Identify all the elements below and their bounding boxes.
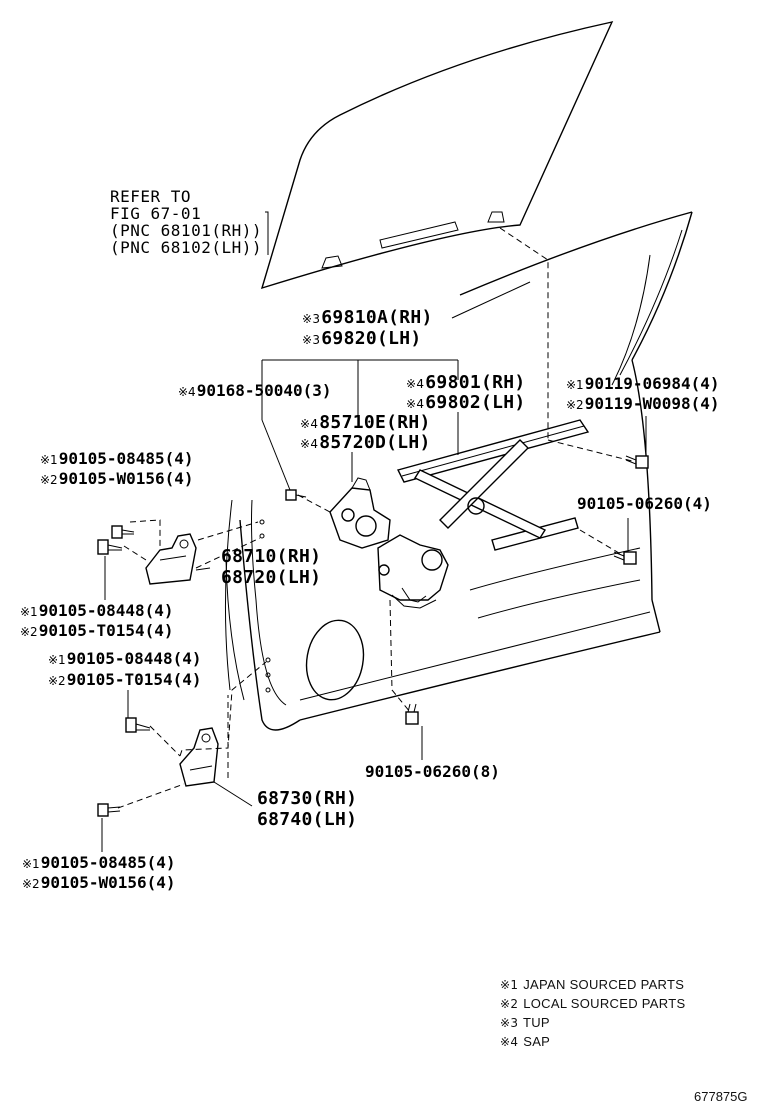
part-label-90105-08485-bottom[interactable]: ※190105-08485(4) — [22, 853, 176, 872]
part-label-90105-08448-b[interactable]: ※190105-08448(4) — [48, 649, 202, 668]
part-label-69801[interactable]: ※469801(RH) — [406, 372, 526, 393]
part-label-69810[interactable]: ※369810A(RH) — [302, 307, 433, 328]
door-frame — [224, 211, 693, 731]
legend-item-3: ※3 TUP — [500, 1015, 550, 1030]
dashed-guide-lines — [117, 227, 637, 809]
part-label-69820[interactable]: ※369820(LH) — [302, 328, 422, 349]
part-label-90105-08448-a[interactable]: ※190105-08448(4) — [20, 601, 174, 620]
part-label-90105-06260-8[interactable]: 90105-06260(8) — [365, 762, 500, 781]
part-label-68740[interactable]: 68740(LH) — [257, 809, 358, 830]
part-label-90105-t0154-b[interactable]: ※290105-T0154(4) — [48, 670, 202, 689]
regulator-motor — [329, 477, 391, 549]
part-label-90105-08485-top[interactable]: ※190105-08485(4) — [40, 449, 194, 468]
part-label-68730[interactable]: 68730(RH) — [257, 788, 358, 809]
refer-line-3: (PNC 68101(RH)) — [110, 221, 262, 240]
refer-line-2: FIG 67-01 — [110, 204, 202, 223]
lower-hinge — [179, 727, 219, 787]
part-label-68720[interactable]: 68720(LH) — [221, 567, 322, 588]
figure-code: 677875G — [694, 1089, 748, 1104]
part-label-90168[interactable]: ※490168-50040(3) — [178, 381, 332, 400]
upper-hinge — [145, 533, 197, 585]
part-label-90119-w0098[interactable]: ※290119-W0098(4) — [566, 394, 720, 413]
part-label-90119-06984[interactable]: ※190119-06984(4) — [566, 374, 720, 393]
part-label-69802[interactable]: ※469802(LH) — [406, 392, 526, 413]
part-label-68710[interactable]: 68710(RH) — [221, 546, 322, 567]
leader-lines — [101, 211, 647, 852]
part-label-85710[interactable]: ※485710E(RH) — [300, 412, 431, 433]
legend-item-4: ※4 SAP — [500, 1034, 551, 1049]
refer-line-1: REFER TO — [110, 187, 192, 206]
legend-item-2: ※2 LOCAL SOURCED PARTS — [500, 996, 686, 1011]
part-label-85720[interactable]: ※485720D(LH) — [300, 432, 431, 453]
part-label-90105-w0156-top[interactable]: ※290105-W0156(4) — [40, 469, 194, 488]
refer-line-4: (PNC 68102(LH)) — [110, 238, 262, 257]
legend-item-1: ※1 JAPAN SOURCED PARTS — [500, 977, 685, 992]
part-label-90105-t0154-a[interactable]: ※290105-T0154(4) — [20, 621, 174, 640]
part-label-90105-w0156-bottom[interactable]: ※290105-W0156(4) — [22, 873, 176, 892]
door-glass — [260, 21, 614, 290]
window-regulator — [377, 419, 590, 609]
part-label-90105-06260-4[interactable]: 90105-06260(4) — [577, 494, 712, 513]
